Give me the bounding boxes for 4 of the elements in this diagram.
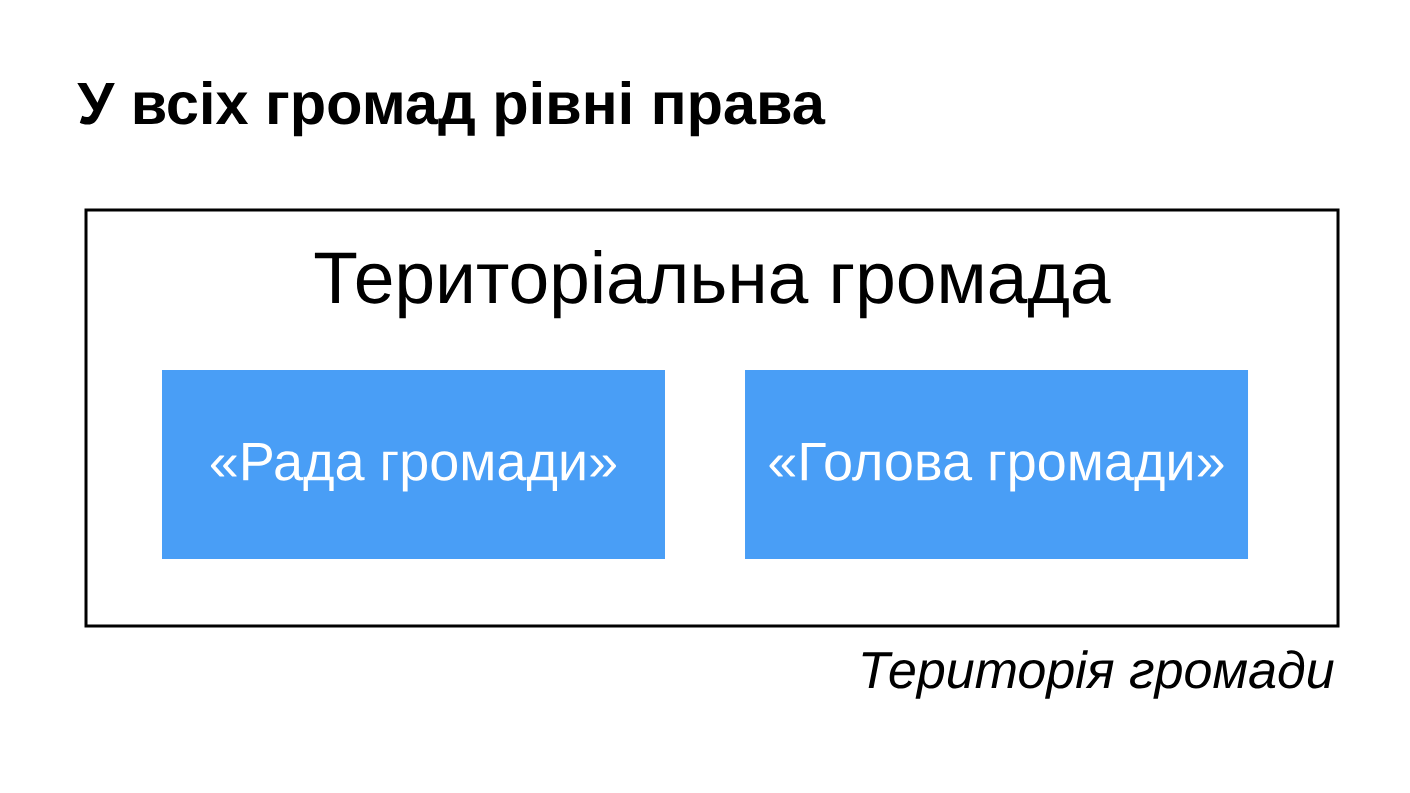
filled-box: «Голова громади» <box>745 370 1248 559</box>
title: У всіх громад рівні права <box>77 80 826 137</box>
caption-text: Територія громади <box>862 650 1334 699</box>
filled-box: «Рада громади» <box>162 370 665 559</box>
